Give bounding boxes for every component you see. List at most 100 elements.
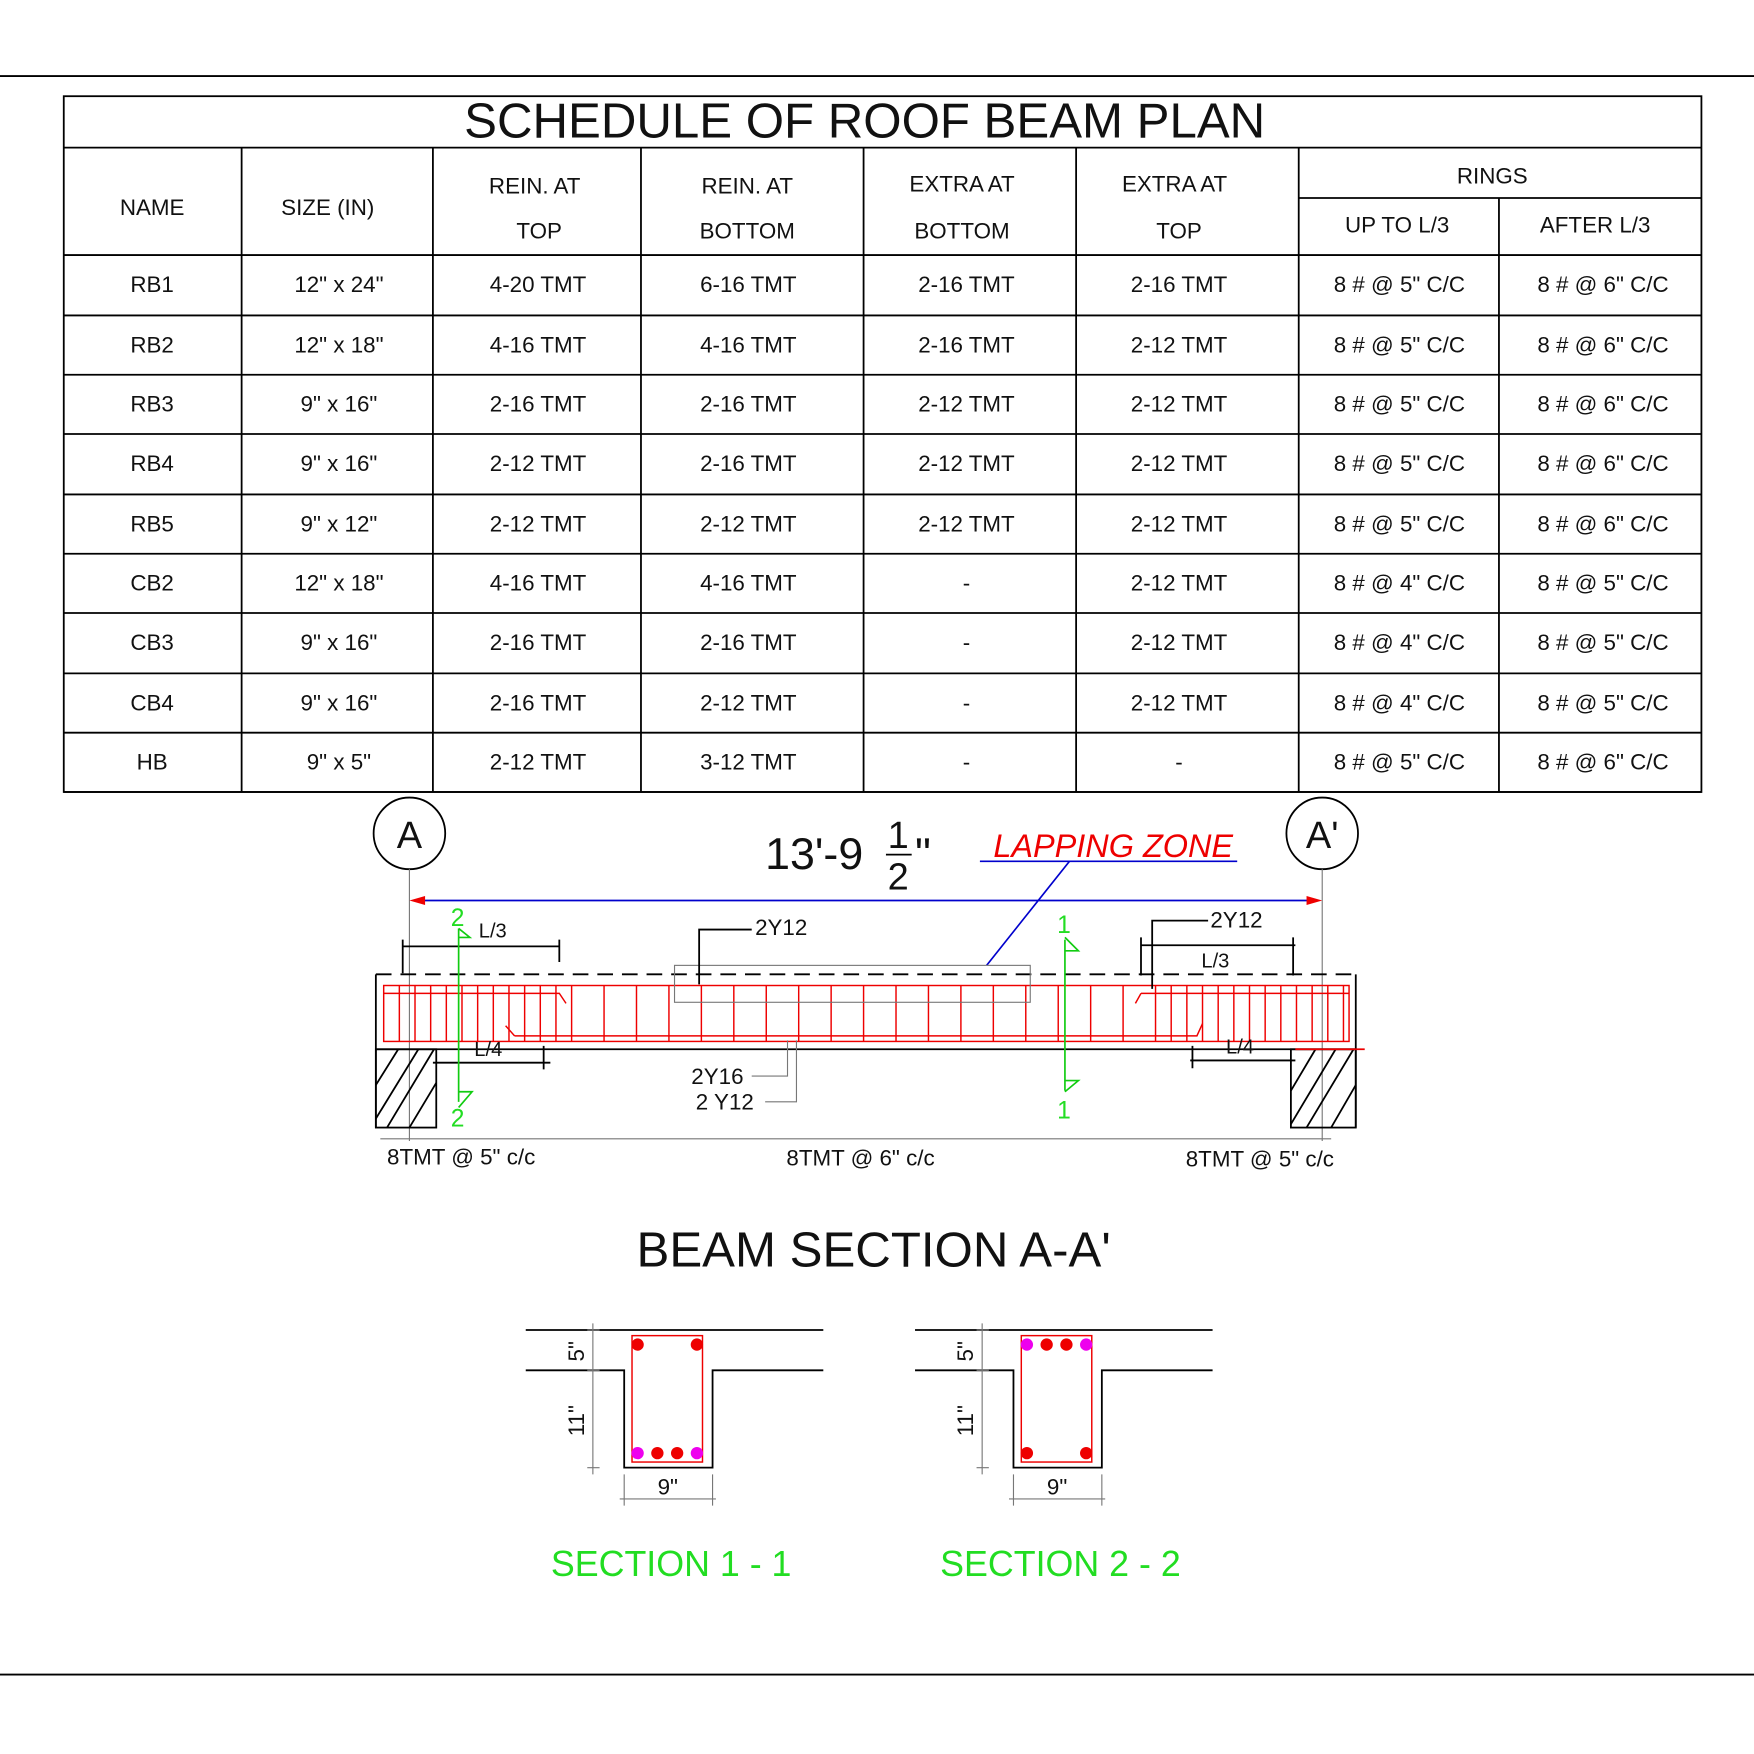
cell-name: CB2 <box>130 571 174 596</box>
section-outline <box>525 1329 824 1469</box>
slab-thickness-label: 5" <box>953 1341 978 1361</box>
cell-rein-top: 2-12 TMT <box>490 750 587 775</box>
section-mark-1-bottom: 1 <box>1057 1098 1071 1125</box>
section-mark-2-top: 2 <box>451 905 465 932</box>
cell-rein-bottom: 2-16 TMT <box>700 630 797 655</box>
top-rebar <box>690 1338 704 1351</box>
cell-size: 9" x 5" <box>307 750 371 775</box>
top-rebar <box>631 1338 644 1351</box>
cell-extra-bottom: 2-12 TMT <box>918 392 1015 417</box>
cell-rein-bottom: 2-12 TMT <box>700 511 797 536</box>
cell-size: 9" x 16" <box>301 392 378 417</box>
section-title: SECTION 1 - 1 <box>551 1544 792 1584</box>
cell-rings-up-to-l3: 8 # @ 5" C/C <box>1334 451 1465 476</box>
cell-extra-bottom: - <box>963 571 970 596</box>
l3-right-label: L/3 <box>1201 951 1229 973</box>
cell-name: HB <box>137 750 168 775</box>
l4-right-label: L/4 <box>1226 1037 1254 1059</box>
section-mark-2-bottom: 2 <box>451 1105 465 1132</box>
cell-rings-after-l3: 8 # @ 6" C/C <box>1537 511 1668 536</box>
stirrup-right-label: 8TMT @ 5" c/c <box>1186 1147 1334 1172</box>
cell-extra-top: 2-16 TMT <box>1131 272 1228 297</box>
bottom-bar-label-2: 2 Y12 <box>696 1090 754 1115</box>
cell-rings-up-to-l3: 8 # @ 5" C/C <box>1334 750 1465 775</box>
l4-left-dim <box>432 1045 551 1070</box>
span-fraction-den: 2 <box>888 856 909 898</box>
l3-left-dim <box>401 939 561 974</box>
cell-rein-bottom: 6-16 TMT <box>700 272 797 297</box>
l3-left-label: L/3 <box>479 920 507 942</box>
cell-rein-top: 4-20 TMT <box>490 272 587 297</box>
cell-extra-top: 2-12 TMT <box>1131 511 1228 536</box>
lapping-zone-label: LAPPING ZONE <box>993 828 1233 864</box>
header-name: NAME <box>120 195 185 220</box>
bottom-bar-leaders <box>751 1040 798 1103</box>
cell-extra-top: 2-12 TMT <box>1131 451 1228 476</box>
beam-width-label: 9" <box>1047 1474 1067 1499</box>
cell-rings-after-l3: 8 # @ 6" C/C <box>1537 451 1668 476</box>
top-rebar <box>1060 1338 1073 1351</box>
lapping-leader <box>985 860 1071 966</box>
cell-size: 9" x 12" <box>301 511 378 536</box>
header-extra-top-2: TOP <box>1156 218 1202 243</box>
section-outline <box>915 1329 1213 1469</box>
schedule-table: SCHEDULE OF ROOF BEAM PLAN NAME SIZE (IN… <box>62 94 1703 793</box>
header-rings-up: UP TO L/3 <box>1345 213 1449 238</box>
span-dimension: 13'-9 <box>765 829 863 879</box>
cell-name: RB3 <box>130 392 174 417</box>
cell-extra-bottom: - <box>963 630 970 655</box>
cell-rings-after-l3: 8 # @ 6" C/C <box>1537 272 1668 297</box>
cell-rein-bottom: 4-16 TMT <box>700 332 797 357</box>
header-rein-bottom-1: REIN. AT <box>701 174 793 199</box>
cell-rings-up-to-l3: 8 # @ 5" C/C <box>1334 332 1465 357</box>
bottom-rebar <box>1020 1446 1034 1460</box>
section-mark-1-top: 1 <box>1057 912 1071 939</box>
top-rebar <box>1080 1338 1093 1351</box>
header-rein-top-2: TOP <box>516 218 562 243</box>
beam-outline <box>374 974 1357 1128</box>
grid-label-a-prime: A' <box>1306 815 1339 857</box>
cell-extra-bottom: 2-16 TMT <box>918 332 1015 357</box>
grid-label-a: A <box>397 815 423 857</box>
beam-depth-label: 11" <box>953 1405 978 1436</box>
stirrup-cage <box>382 984 1350 1043</box>
cell-size: 9" x 16" <box>301 630 378 655</box>
bottom-rebar <box>1080 1446 1093 1460</box>
bottom-rebar <box>690 1446 704 1460</box>
cell-extra-top: 2-12 TMT <box>1131 571 1228 596</box>
header-rein-bottom-2: BOTTOM <box>700 218 795 243</box>
lap-bar-box <box>673 964 1031 1003</box>
cell-name: RB5 <box>130 511 174 536</box>
stirrup-ring <box>631 1334 704 1463</box>
cell-extra-bottom: 2-12 TMT <box>918 451 1015 476</box>
cell-extra-top: 2-12 TMT <box>1131 332 1228 357</box>
cell-name: RB4 <box>130 451 174 476</box>
cell-rings-up-to-l3: 8 # @ 5" C/C <box>1334 392 1465 417</box>
cell-extra-top: 2-12 TMT <box>1131 392 1228 417</box>
slab-thickness-label: 5" <box>564 1341 589 1361</box>
section-title: SECTION 2 - 2 <box>940 1544 1181 1584</box>
bottom-bar-label-1: 2Y16 <box>691 1064 743 1089</box>
section-cut-2-line <box>457 927 474 1108</box>
table-grid <box>63 146 1702 793</box>
cell-rein-top: 2-16 TMT <box>490 630 587 655</box>
cell-extra-top: 2-12 TMT <box>1131 690 1228 715</box>
dimension-lines <box>587 1323 716 1506</box>
span-inch-mark: " <box>915 829 931 879</box>
top-rebar <box>1040 1338 1053 1351</box>
cell-name: RB2 <box>130 332 174 357</box>
beam-elevation: A A' 13'-9 1 2 " LAPPING ZONE 2Y12 2Y12 … <box>372 796 1365 1277</box>
table-header: NAME SIZE (IN) REIN. AT TOP REIN. AT BOT… <box>120 163 1651 243</box>
top-bar-right-leader <box>1151 919 1209 989</box>
bottom-rebar <box>670 1446 684 1460</box>
beam-section-title: BEAM SECTION A-A' <box>637 1222 1111 1277</box>
header-rings: RINGS <box>1457 163 1528 188</box>
cell-rein-top: 2-16 TMT <box>490 690 587 715</box>
